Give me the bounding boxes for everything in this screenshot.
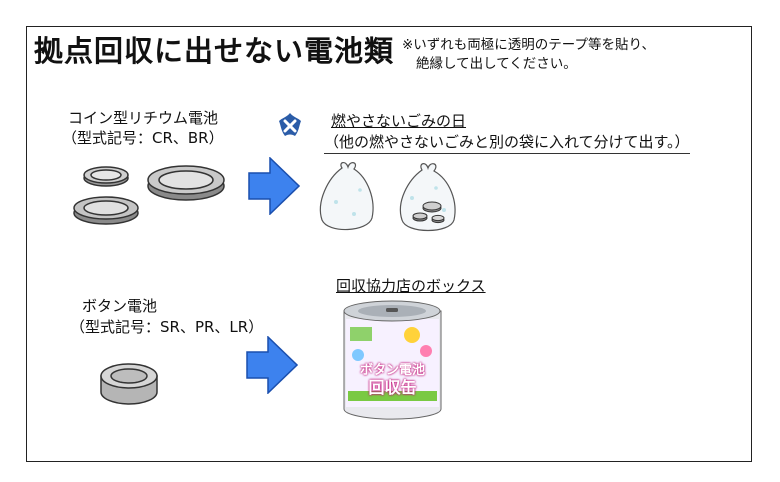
coin-battery-name: コイン型リチウム電池 <box>68 109 219 127</box>
collection-box-title: 回収協力店のボックス <box>336 277 486 295</box>
content-frame <box>26 26 752 462</box>
collection-can-illustration: ボタン電池 回収缶 <box>340 299 445 421</box>
insulation-note: ※いずれも両極に透明のテープ等を貼り、 絶縁して出してください。 <box>402 36 655 74</box>
coin-batteries-illustration <box>73 165 225 225</box>
page-title: 拠点回収に出せない電池類 <box>34 34 395 68</box>
button-battery-illustration <box>100 363 158 405</box>
coin-battery-model: （型式記号：CR、BR） <box>62 129 224 147</box>
nonburnable-day-title: 燃やさないごみの日 <box>331 112 467 130</box>
arrow-right-icon <box>248 157 300 215</box>
nonburnable-day-detail: （他の燃やさないごみと別の袋に入れて分けて出す。） <box>324 131 690 154</box>
garbage-bags-illustration <box>319 162 456 231</box>
can-label-top: ボタン電池 <box>359 363 425 378</box>
arrow-right-icon <box>246 336 298 394</box>
button-battery-model: （型式記号：SR、PR、LR） <box>70 318 264 336</box>
collection-can-graphic <box>343 300 442 420</box>
note-line-2: 絶縁して出してください。 <box>416 56 577 72</box>
button-battery-name: ボタン電池 <box>82 297 158 315</box>
note-line-1: ※いずれも両極に透明のテープ等を貼り、 <box>402 37 655 53</box>
nonburnable-garbage-icon <box>279 113 301 136</box>
can-label-bottom: 回収缶 <box>368 378 417 397</box>
